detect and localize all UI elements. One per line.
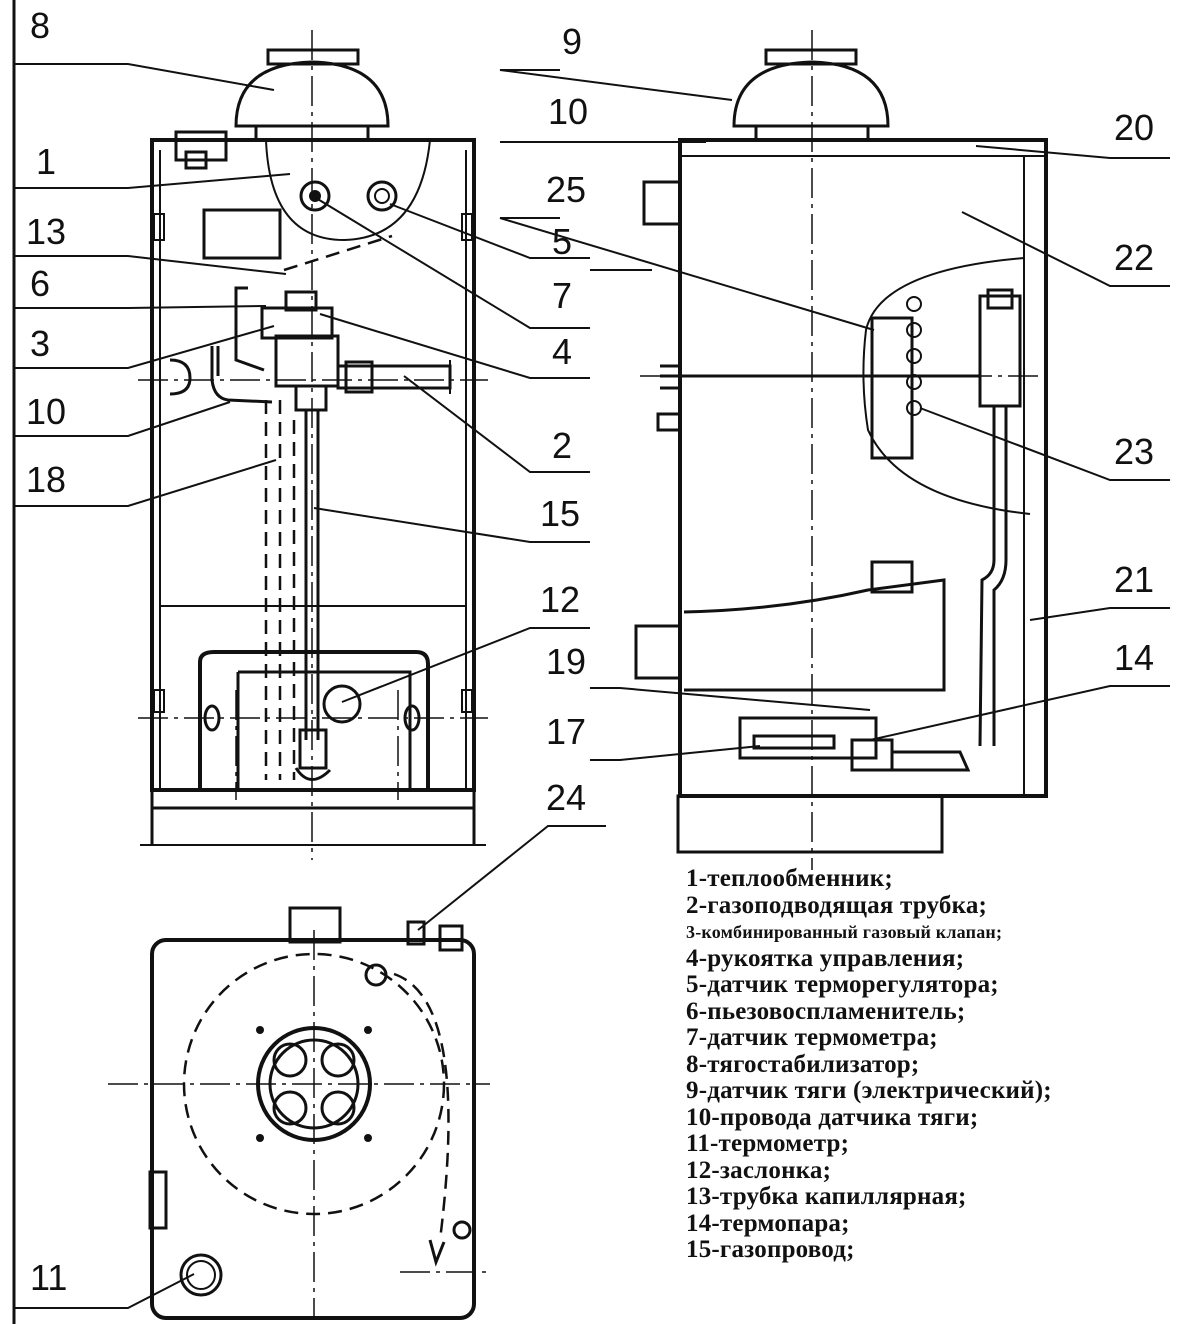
top-view [108,906,490,1320]
callout-14: 14 [1114,637,1154,678]
callout-13: 13 [26,211,66,252]
callout-8: 8 [30,5,50,46]
callout-22: 22 [1114,237,1154,278]
callout-20: 20 [1114,107,1154,148]
side-view [634,30,1048,870]
legend-item-13: 13-трубка капиллярная; [686,1183,967,1210]
callout-10-side: 10 [548,91,588,132]
legend-item-1: 1-теплообменник; [686,866,893,892]
legend-item-11: 11-термометр; [686,1130,850,1157]
callout-12: 12 [540,579,580,620]
callout-19: 19 [546,641,586,682]
parts-legend: 1-теплообменник; 2-газоподводящая трубка… [686,866,1182,1324]
legend-item-7: 7-датчик термометра; [686,1024,938,1051]
callout-2: 2 [552,425,572,466]
callout-6: 6 [30,263,50,304]
legend-item-5: 5-датчик терморегулятора; [686,971,999,998]
leader-lines [14,63,1170,1309]
legend-item-14: 14-термопара; [686,1209,850,1237]
callout-18: 18 [26,459,66,500]
legend-item-3: 3-комбинированный газовый клапан; [686,922,1003,942]
legend-item-4: 4-рукоятка управления; [686,944,965,972]
callout-3: 3 [30,323,50,364]
callout-23: 23 [1114,431,1154,472]
callout-15: 15 [540,493,580,534]
callout-10-front: 10 [26,391,66,432]
legend-item-9: 9-датчик тяги (электрический); [686,1077,1052,1104]
legend-item-12: 12-заслонка; [686,1156,832,1184]
legend-item-15: 15-газопровод; [686,1236,855,1263]
legend-item-8: 8-тягостабилизатор; [686,1050,920,1078]
callout-4: 4 [552,331,572,372]
callout-7: 7 [552,275,572,316]
callout-1: 1 [36,141,56,182]
callout-5: 5 [552,221,572,262]
legend-item-6: 6-пьезовоспламенитель; [686,997,966,1025]
callout-11: 11 [30,1257,67,1298]
callout-17: 17 [546,711,586,752]
legend-item-2: 2-газоподводящая трубка; [686,891,988,919]
callout-25: 25 [546,169,586,210]
callout-21: 21 [1114,559,1154,600]
legend-item-10: 10-провода датчика тяги; [686,1103,979,1131]
callout-9: 9 [562,21,582,62]
callout-24: 24 [546,777,586,818]
front-view [12,0,488,1324]
callout-numbers: 8 1 13 6 3 10 18 7 4 2 15 12 9 10 25 5 2… [26,5,1154,1298]
